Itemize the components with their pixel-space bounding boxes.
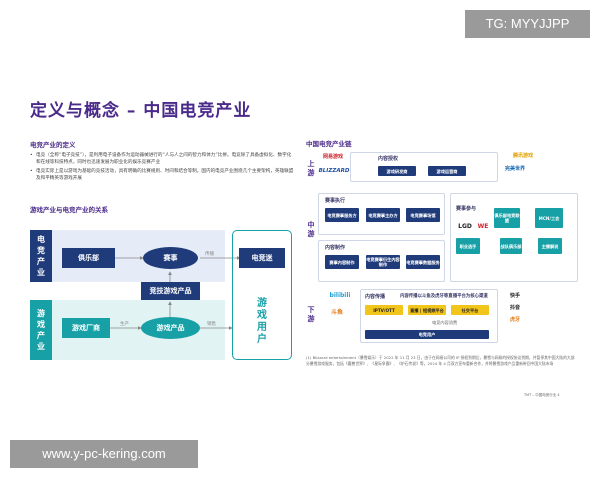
logo-wf: WE: [477, 222, 489, 230]
content-consume-label: 电竞内容消费: [432, 320, 458, 325]
relation-heading: 游戏产业与电竞产业的关系: [30, 206, 108, 214]
logo-netease: 网易游戏: [322, 153, 343, 160]
content-plan-box: 赛事内容制作: [325, 255, 359, 269]
user-box: 电竞用户: [365, 330, 489, 339]
stage-upstream: 上游: [307, 160, 315, 177]
event-host-box: 电竞赛事主办方: [366, 208, 400, 222]
club-box: 俱乐部: [62, 248, 115, 268]
data-service-box: 电竞赛事数据服务: [406, 255, 440, 269]
logo-kuaishou: 快手: [510, 292, 521, 299]
definition-bullets: 电竞（全称“电子竞技”），是利用电子设备作为运动器械进行的“人与人之间的智力和体…: [30, 152, 295, 184]
operator-box: 游戏运营商: [428, 166, 466, 176]
fans-box: 电竞迷: [239, 248, 285, 268]
label-spread: 传播: [205, 252, 214, 257]
page-footer: TMT – 中国电竞行业 4: [524, 393, 560, 397]
pro-player-box: 职业选手: [456, 238, 480, 254]
players-label: 游戏用户: [257, 298, 267, 345]
club-union-box: 俱乐部电竞联盟: [494, 208, 520, 228]
social-box: 社交平台: [451, 305, 489, 315]
competitive-product-box: 竞技游戏产品: [141, 282, 200, 300]
logo-bilibili: bilibili: [329, 291, 351, 299]
logo-huya: 虎牙: [510, 316, 521, 323]
logo-lgd: LGD: [458, 222, 472, 230]
upstream-frame: [350, 152, 498, 182]
definition-heading: 电竞产业的定义: [30, 141, 76, 149]
side-game-label: 游戏产业: [37, 309, 45, 351]
event-service-box: 电竞赛事服务方: [325, 208, 359, 222]
side-game: 游戏产业: [30, 300, 52, 360]
watermark-bottom: www.y-pc-kering.com: [10, 440, 198, 468]
definition-bullet-2: 电竞实际上是以游戏为基础的竞技活动，具有明确的比赛规则、时间和结合等制。国内的电…: [30, 168, 295, 182]
watermark-top: TG: MYYJJPP: [465, 10, 590, 38]
match-ellipse: 赛事: [143, 247, 198, 269]
content-make-label: 内容制作: [325, 245, 346, 251]
label-produce: 生产: [120, 322, 129, 327]
page-title: 定义与概念 – 中国电竞产业: [30, 101, 252, 121]
content-spread-label: 内容传播: [365, 294, 386, 300]
content-creator-box: 电竞赛事衍生内容制作: [366, 255, 400, 269]
side-esports-label: 电竞产业: [37, 235, 45, 277]
definition-bullet-1: 电竞（全称“电子竞技”），是利用电子设备作为运动器械进行的“人与人之间的智力和体…: [30, 152, 295, 166]
stage-downstream: 下游: [307, 306, 315, 323]
stage-midstream: 中游: [307, 221, 315, 238]
side-esports: 电竞产业: [30, 230, 52, 282]
logo-tencent: 腾讯游戏: [512, 152, 533, 159]
live-platform-box: 直播 | 短视频平台: [408, 305, 446, 315]
player-frame: [232, 230, 292, 360]
logo-douyu: 斗鱼: [330, 308, 343, 316]
mcn-box: MCN/工会: [535, 208, 563, 228]
logo-blizzard: BLIZZARD: [318, 168, 350, 174]
iptv-box: IPTV/OTT: [365, 305, 403, 315]
logo-perfect: 完美世界: [505, 166, 526, 172]
participation-label: 赛事参与: [456, 206, 477, 212]
game-product-ellipse: 游戏产品: [141, 317, 200, 339]
label-sell: 销售: [207, 322, 216, 327]
dev-publish-box: 游戏研发商: [378, 166, 416, 176]
publisher-box: 游戏厂商: [62, 318, 110, 338]
chain-footnote: (1) Blizzard entertainment（暴雪娱乐）于 2022 年…: [306, 355, 575, 366]
logo-douyin: 抖音: [510, 304, 521, 311]
participation-frame: [450, 193, 578, 282]
chain-heading: 中国电竞产业链: [306, 140, 352, 148]
anchor-box: 主播解说: [538, 238, 562, 254]
event-exec-label: 赛事执行: [325, 198, 346, 204]
content-auth-label: 内容授权: [378, 156, 399, 162]
event-venue-box: 电竞赛事场馆: [406, 208, 440, 222]
team-club-box: 战队俱乐部: [500, 238, 522, 254]
spread-desc-label: 内容传播以斗鱼及虎牙等直播平台为核心渠道: [400, 294, 488, 299]
